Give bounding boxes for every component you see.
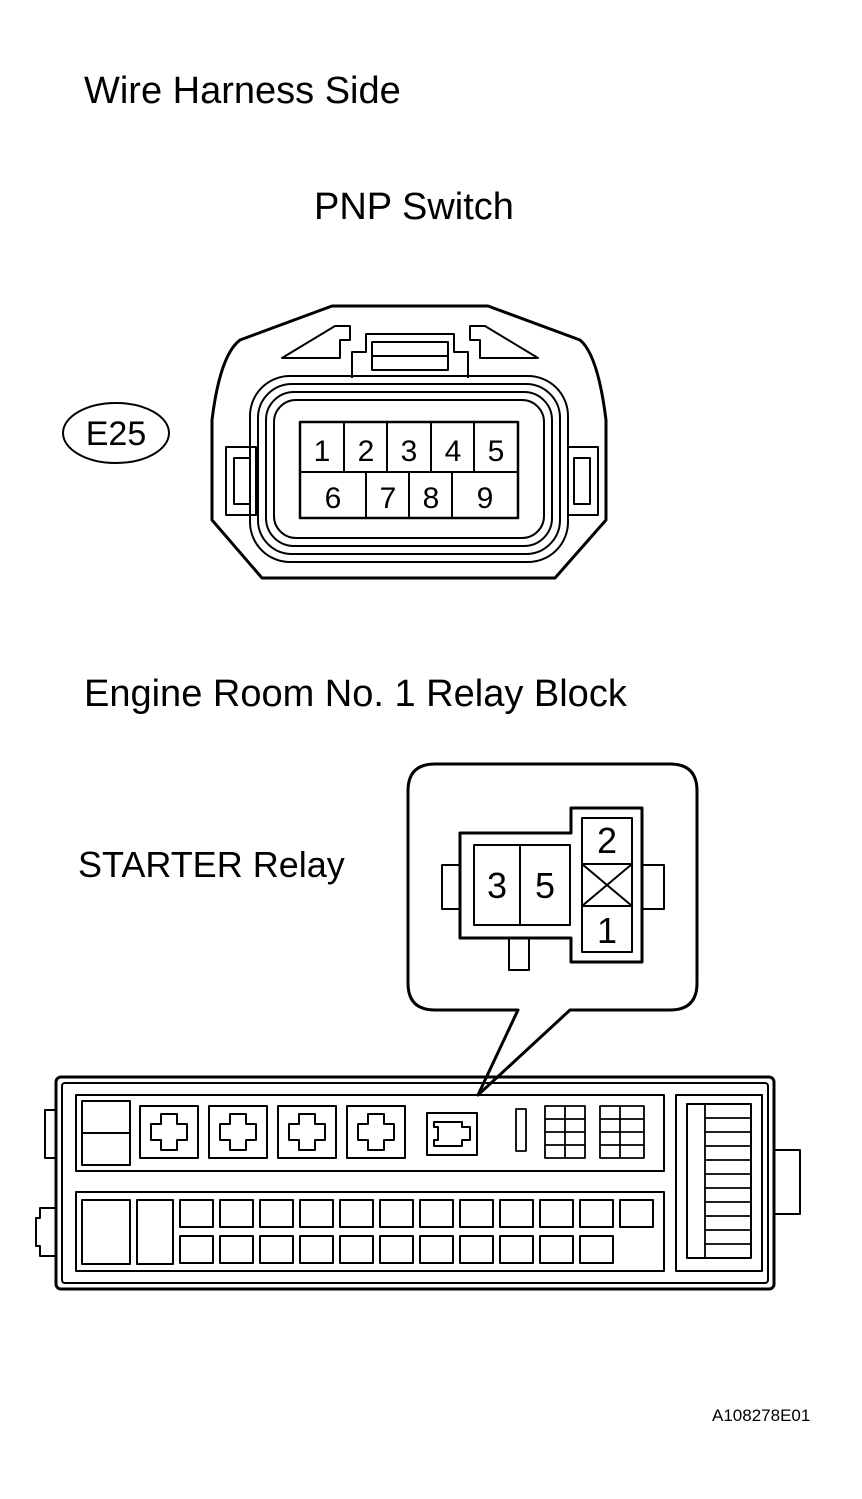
starter-relay-callout [406,762,699,1097]
pnp-pin-3: 3 [401,435,418,468]
fuse-slot [219,1235,254,1264]
relay-socket [208,1105,268,1159]
starter-relay-socket [426,1112,478,1156]
fuse-slot [379,1235,414,1264]
fuse-slot [219,1199,254,1228]
pnp-switch-title: PNP Switch [314,186,514,228]
relay-pin-2: 2 [597,820,617,861]
fuse-slot [339,1235,374,1264]
fuse-slot [379,1199,414,1228]
figure-code: A108278E01 [712,1406,811,1425]
relay-socket-cross [219,1113,257,1151]
pnp-pin-8: 8 [423,482,440,515]
fuse-slot [259,1235,294,1264]
fuse-slot [419,1235,454,1264]
fuse-slot [579,1235,614,1264]
wire-harness-side-title: Wire Harness Side [84,70,401,112]
pnp-pin-1: 1 [314,435,331,468]
relay-socket-cross [150,1113,188,1151]
mini-fuse-slots [515,1104,751,1258]
pnp-pin-4: 4 [445,435,462,468]
pnp-switch-connector [210,304,608,580]
relay-pin-1: 1 [597,910,617,951]
fuse-slot [619,1199,654,1228]
fuse-slot [539,1199,574,1228]
relay-socket [346,1105,406,1159]
connector-code-ellipse [62,402,170,464]
fuse-slot [339,1199,374,1228]
fuse-slot [539,1235,574,1264]
fuse-slot [459,1235,494,1264]
fuse-slot [579,1199,614,1228]
relay-pin-3: 3 [487,865,507,906]
relay-block-body [35,1075,801,1291]
fuse-slot [499,1199,534,1228]
fuse-slot [419,1199,454,1228]
fuse-slot [299,1199,334,1228]
fuse-slot [459,1199,494,1228]
relay-pin-5: 5 [535,865,555,906]
fuse-slot [499,1235,534,1264]
pnp-pin-6: 6 [325,482,342,515]
fuse-slot [179,1235,214,1264]
relay-socket [139,1105,199,1159]
fuse-slot [299,1235,334,1264]
pnp-pin-7: 7 [380,482,397,515]
pnp-pin-9: 9 [477,482,494,515]
pnp-pin-5: 5 [488,435,505,468]
relay-socket-cross [288,1113,326,1151]
starter-relay-title: STARTER Relay [78,844,345,885]
fuse-slot [259,1199,294,1228]
connector-code-label: E25 [86,415,147,453]
relay-socket-cross [357,1113,395,1151]
pnp-pin-2: 2 [358,435,375,468]
relay-socket [277,1105,337,1159]
relay-block-title: Engine Room No. 1 Relay Block [84,673,627,715]
fuse-slot [179,1199,214,1228]
